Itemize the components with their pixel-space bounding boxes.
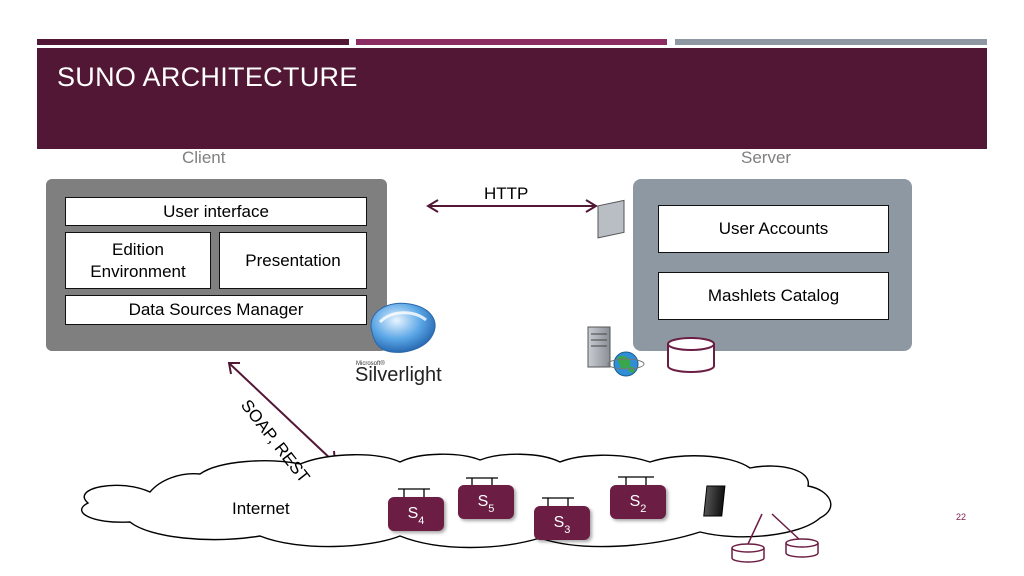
service-node-letter: S <box>407 505 419 522</box>
header-stripe-gray <box>675 39 987 45</box>
page-number: 22 <box>956 512 967 522</box>
service-node-index: 2 <box>640 503 647 515</box>
service-node-letter: S <box>477 493 489 510</box>
service-antennas <box>398 476 654 506</box>
server-label: Server <box>741 148 792 167</box>
globe-icon <box>607 351 645 377</box>
user-interface-box: User interface <box>65 197 367 226</box>
server-computer-icon <box>587 199 625 368</box>
silverlight-label: Silverlight <box>355 364 442 386</box>
data-sources-manager-box: Data Sources Manager <box>65 295 367 325</box>
presentation-box: Presentation <box>219 232 367 289</box>
header-stripe-dark <box>37 39 349 45</box>
slide-title: SUNO ARCHITECTURE <box>57 62 358 92</box>
service-node-letter: S <box>553 514 565 531</box>
database-icon <box>667 337 715 373</box>
service-node-letter: S <box>629 493 641 510</box>
http-label: HTTP <box>484 184 529 203</box>
service-node-index: 5 <box>488 503 495 515</box>
remote-database-icon-1 <box>731 543 765 563</box>
silverlight-logo-icon <box>370 302 436 353</box>
title-banner: SUNO ARCHITECTURE <box>37 48 987 149</box>
header-stripe-magenta <box>356 39 667 45</box>
mashlets-catalog-box: Mashlets Catalog <box>658 272 889 320</box>
user-accounts-box: User Accounts <box>658 205 889 253</box>
http-arrow <box>426 199 598 213</box>
microsoft-label: Microsoft® <box>356 361 385 367</box>
remote-database-icon-2 <box>785 538 819 558</box>
internet-label: Internet <box>232 499 290 518</box>
remote-server-icon <box>703 485 801 545</box>
service-node-index: 4 <box>418 515 425 527</box>
client-label: Client <box>182 148 226 167</box>
edition-environment-box: Edition Environment <box>65 232 211 289</box>
service-node-index: 3 <box>564 524 571 536</box>
